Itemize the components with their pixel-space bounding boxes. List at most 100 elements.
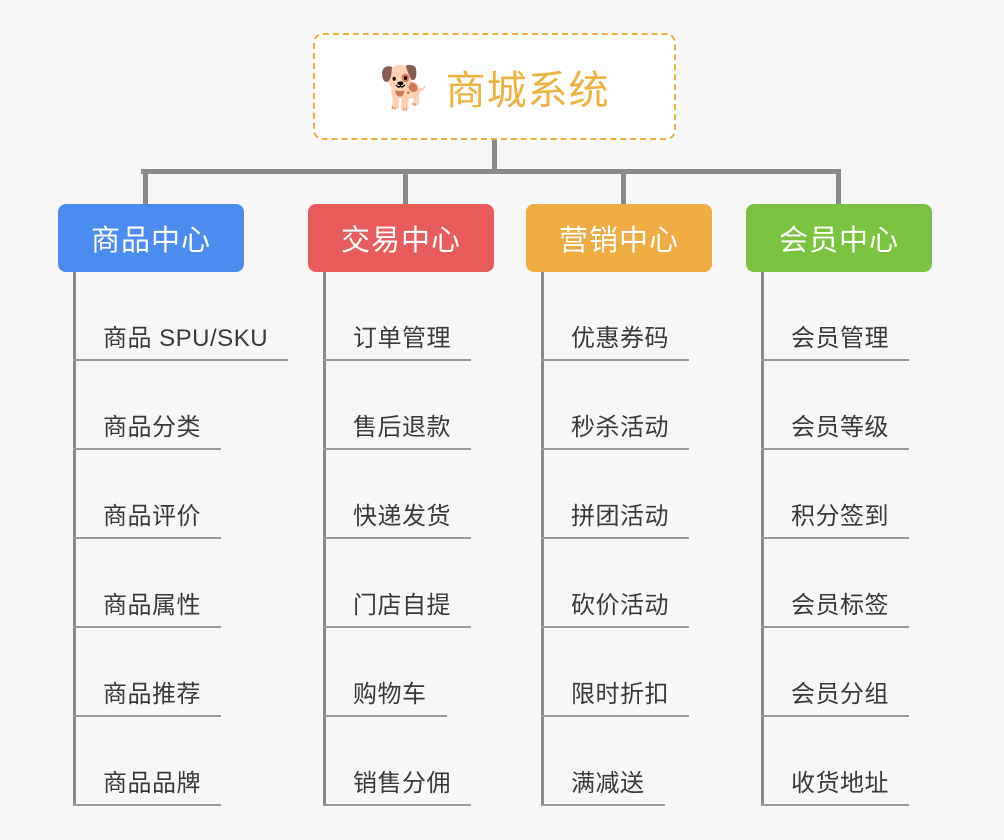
leaf-item-label: 门店自提: [353, 592, 451, 619]
leaf-item-underline: 会员等级: [761, 407, 909, 450]
column-member-center: 会员中心会员管理会员等级积分签到会员标签会员分组收货地址: [746, 204, 932, 806]
leaf-item-underline: 购物车: [323, 674, 447, 717]
connector-drop-product-center: [143, 172, 148, 204]
leaf-item[interactable]: 优惠券码: [526, 272, 712, 361]
category-box-member-center[interactable]: 会员中心: [746, 204, 932, 272]
leaf-list-marketing-center: 优惠券码秒杀活动拼团活动砍价活动限时折扣满减送: [526, 272, 712, 806]
leaf-item-underline: 售后退款: [323, 407, 471, 450]
category-label: 交易中心: [340, 225, 461, 257]
leaf-item[interactable]: 会员分组: [746, 628, 932, 717]
leaf-item-label: 快递发货: [353, 503, 451, 530]
leaf-item[interactable]: 会员标签: [746, 539, 932, 628]
leaf-item-underline: 拼团活动: [541, 496, 689, 539]
leaf-item-label: 商品推荐: [103, 681, 201, 708]
leaf-item[interactable]: 销售分佣: [308, 717, 494, 806]
leaf-item[interactable]: 商品分类: [58, 361, 244, 450]
leaf-item[interactable]: 购物车: [308, 628, 494, 717]
column-product-center: 商品中心商品 SPU/SKU 商品分类商品评价商品属性商品推荐商品品牌: [58, 204, 289, 806]
leaf-item[interactable]: 砍价活动: [526, 539, 712, 628]
leaf-item-underline: 商品推荐: [73, 674, 221, 717]
connector-trunk-horizontal: [141, 169, 841, 174]
leaf-item-label: 商品 SPU/SKU: [103, 325, 269, 352]
leaf-item-underline: 会员标签: [761, 585, 909, 628]
leaf-item[interactable]: 商品 SPU/SKU: [58, 272, 289, 361]
connector-spine-product-center: [73, 272, 76, 806]
category-box-product-center[interactable]: 商品中心: [58, 204, 244, 272]
leaf-item[interactable]: 售后退款: [308, 361, 494, 450]
leaf-item-underline: 秒杀活动: [541, 407, 689, 450]
leaf-item-label: 限时折扣: [571, 681, 669, 708]
leaf-item-underline: 收货地址: [761, 763, 909, 806]
leaf-item[interactable]: 快递发货: [308, 450, 494, 539]
leaf-item-label: 订单管理: [353, 325, 451, 352]
leaf-item-label: 会员管理: [791, 325, 889, 352]
leaf-item[interactable]: 订单管理: [308, 272, 494, 361]
leaf-item-underline: 快递发货: [323, 496, 471, 539]
connector-spine-marketing-center: [541, 272, 544, 806]
connector-drop-marketing-center: [621, 172, 626, 204]
leaf-list-trade-center: 订单管理售后退款快递发货门店自提购物车销售分佣: [308, 272, 494, 806]
leaf-item-underline: 商品分类: [73, 407, 221, 450]
connector-spine-member-center: [761, 272, 764, 806]
category-box-trade-center[interactable]: 交易中心: [308, 204, 494, 272]
leaf-item-label: 会员标签: [791, 592, 889, 619]
leaf-item[interactable]: 满减送: [526, 717, 712, 806]
leaf-item[interactable]: 收货地址: [746, 717, 932, 806]
leaf-item-underline: 商品属性: [73, 585, 221, 628]
leaf-item[interactable]: 商品推荐: [58, 628, 244, 717]
leaf-item[interactable]: 秒杀活动: [526, 361, 712, 450]
leaf-item-underline: 商品品牌: [73, 763, 221, 806]
leaf-item[interactable]: 限时折扣: [526, 628, 712, 717]
leaf-item-underline: 商品评价: [73, 496, 221, 539]
leaf-item-underline: 会员分组: [761, 674, 909, 717]
leaf-item[interactable]: 积分签到: [746, 450, 932, 539]
leaf-item-label: 收货地址: [791, 770, 889, 797]
leaf-item-label: 砍价活动: [571, 592, 669, 619]
leaf-item-underline: 商品 SPU/SKU: [73, 318, 289, 361]
leaf-item-label: 购物车: [353, 681, 427, 708]
leaf-item-label: 会员等级: [791, 414, 889, 441]
connector-trunk-vertical: [492, 140, 497, 172]
leaf-item-underline: 砍价活动: [541, 585, 689, 628]
leaf-item[interactable]: 会员管理: [746, 272, 932, 361]
leaf-item-label: 商品品牌: [103, 770, 201, 797]
leaf-item-label: 优惠券码: [571, 325, 669, 352]
category-label: 商品中心: [90, 225, 211, 257]
connector-drop-member-center: [836, 172, 841, 204]
leaf-list-member-center: 会员管理会员等级积分签到会员标签会员分组收货地址: [746, 272, 932, 806]
leaf-item-label: 商品分类: [103, 414, 201, 441]
leaf-item[interactable]: 拼团活动: [526, 450, 712, 539]
leaf-item-label: 积分签到: [791, 503, 889, 530]
root-node-mall-system[interactable]: 🐕 商城系统: [313, 33, 676, 140]
leaf-item-label: 秒杀活动: [571, 414, 669, 441]
leaf-item-underline: 销售分佣: [323, 763, 471, 806]
leaf-item-label: 满减送: [571, 770, 645, 797]
leaf-item[interactable]: 商品属性: [58, 539, 244, 628]
leaf-list-product-center: 商品 SPU/SKU 商品分类商品评价商品属性商品推荐商品品牌: [58, 272, 289, 806]
category-label: 会员中心: [778, 225, 899, 257]
root-node-title: 商城系统: [445, 68, 610, 113]
connector-drop-trade-center: [403, 172, 408, 204]
category-label: 营销中心: [558, 225, 679, 257]
leaf-item[interactable]: 会员等级: [746, 361, 932, 450]
connector-spine-trade-center: [323, 272, 326, 806]
shiba-dog-face-icon: 🐕: [379, 63, 432, 111]
leaf-item[interactable]: 商品评价: [58, 450, 244, 539]
leaf-item[interactable]: 门店自提: [308, 539, 494, 628]
leaf-item[interactable]: 商品品牌: [58, 717, 244, 806]
leaf-item-underline: 优惠券码: [541, 318, 689, 361]
column-marketing-center: 营销中心优惠券码秒杀活动拼团活动砍价活动限时折扣满减送: [526, 204, 712, 806]
leaf-item-underline: 积分签到: [761, 496, 909, 539]
leaf-item-underline: 订单管理: [323, 318, 471, 361]
category-box-marketing-center[interactable]: 营销中心: [526, 204, 712, 272]
leaf-item-underline: 满减送: [541, 763, 665, 806]
leaf-item-label: 商品评价: [103, 503, 201, 530]
leaf-item-label: 会员分组: [791, 681, 889, 708]
leaf-item-label: 商品属性: [103, 592, 201, 619]
leaf-item-label: 拼团活动: [571, 503, 669, 530]
leaf-item-underline: 会员管理: [761, 318, 909, 361]
column-trade-center: 交易中心订单管理售后退款快递发货门店自提购物车销售分佣: [308, 204, 494, 806]
leaf-item-underline: 限时折扣: [541, 674, 689, 717]
leaf-item-label: 销售分佣: [353, 770, 451, 797]
